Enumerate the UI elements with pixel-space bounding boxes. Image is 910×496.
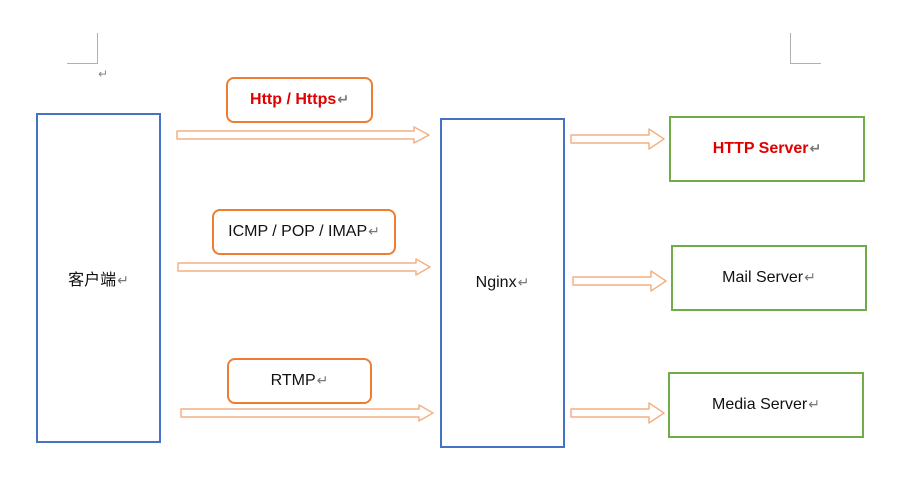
arrow-client-to-nginx-mail xyxy=(177,258,431,276)
protocol-icmp-pop-imap: ICMP / POP / IMAP↵ xyxy=(212,209,396,255)
paragraph-mark-icon: ↵ xyxy=(337,91,349,107)
arrow-nginx-to-mail-server xyxy=(572,270,667,292)
arrow-client-to-nginx-rtmp xyxy=(180,404,434,422)
http-server-box: HTTP Server↵ xyxy=(669,116,865,182)
client-box: 客户端↵ xyxy=(36,113,161,443)
arrow-client-to-nginx-http xyxy=(176,126,430,144)
paragraph-mark-icon: ↵ xyxy=(804,269,816,285)
server-label: HTTP Server↵ xyxy=(712,140,822,157)
paragraph-mark-icon: ↵ xyxy=(809,140,822,156)
mail-server-box: Mail Server↵ xyxy=(671,245,867,311)
protocol-http-https: Http / Https↵ xyxy=(226,77,373,123)
protocol-label: RTMP↵ xyxy=(270,372,329,389)
protocol-label: ICMP / POP / IMAP↵ xyxy=(228,223,380,240)
arrow-nginx-to-media-server xyxy=(570,402,665,424)
paragraph-mark-icon: ↵ xyxy=(808,396,820,412)
page-corner-mark-right xyxy=(790,33,821,64)
media-server-box: Media Server↵ xyxy=(668,372,864,438)
nginx-box: Nginx↵ xyxy=(440,118,565,448)
paragraph-mark-icon: ↵ xyxy=(117,272,129,288)
protocol-label: Http / Https↵ xyxy=(250,91,349,108)
protocol-rtmp: RTMP↵ xyxy=(227,358,372,404)
paragraph-mark-icon: ↵ xyxy=(316,372,329,388)
server-label: Mail Server↵ xyxy=(722,269,816,286)
client-label: 客户端↵ xyxy=(68,272,129,289)
page-corner-mark-left xyxy=(67,33,98,64)
paragraph-mark-icon: ↵ xyxy=(368,223,380,239)
server-label: Media Server↵ xyxy=(712,396,820,413)
paragraph-mark-icon: ↵ xyxy=(98,67,109,81)
nginx-label: Nginx↵ xyxy=(475,274,530,291)
paragraph-mark-icon: ↵ xyxy=(517,274,530,290)
arrow-nginx-to-http-server xyxy=(570,128,665,150)
